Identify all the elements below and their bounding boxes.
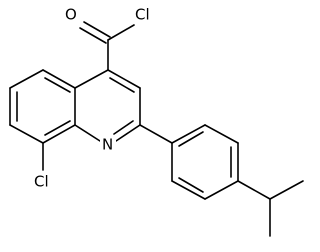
acyl-chlorine-label: Cl [135, 6, 150, 24]
bond-ar1-ar2 [171, 124, 206, 144]
bond-c2-n1 [115, 124, 141, 142]
carbonyl-oxygen-label-bg [63, 5, 79, 23]
bond-c8-c8a-inner [44, 120, 71, 136]
carbonyl-bond-outer [79, 27, 107, 44]
acyl-chlorine-label-bg [134, 5, 154, 23]
bond-ar4-ch [237, 180, 271, 200]
bond-c4a-c5 [42, 69, 76, 89]
acyl-c-cl-bond [107, 24, 135, 41]
bond-ar5-ar6-inner [178, 177, 204, 193]
bond-ar2-ar3 [204, 124, 239, 144]
acyl-chloride-group [79, 21, 135, 71]
bond-ch-ch3-top [269, 180, 304, 200]
carbonyl-oxygen-label: O [65, 6, 77, 24]
bond-c2-n1-inner [113, 120, 134, 135]
bond-c4-c3 [107, 69, 141, 89]
bond-n1-c8a [74, 124, 101, 142]
bond-c4a-c4 [74, 69, 109, 89]
bond-ar5-ar6 [171, 180, 206, 200]
bond-c5-c6 [9, 69, 44, 89]
atom-labels: O Cl N Cl [33, 5, 154, 191]
ring-nitrogen-label: N [102, 136, 113, 154]
carbonyl-bond-inner [83, 21, 111, 38]
bond-c7-c8 [9, 124, 44, 144]
bond-ar1-ar2-inner [178, 131, 204, 147]
aryl-chlorine-label-bg [33, 172, 53, 190]
bond-c8-c8a [42, 124, 76, 144]
aryl-chlorine-label: Cl [34, 173, 49, 191]
bond-ar4-ar5 [204, 180, 239, 200]
ring-nitrogen-label-bg [100, 135, 116, 153]
bond-c2-aryl [139, 124, 173, 144]
bond-c4-c3-inner [109, 77, 135, 93]
bond-c4a-c5-inner [44, 77, 71, 93]
isopropylphenyl-group [139, 124, 304, 237]
quinoline-ring-system [9, 69, 141, 171]
